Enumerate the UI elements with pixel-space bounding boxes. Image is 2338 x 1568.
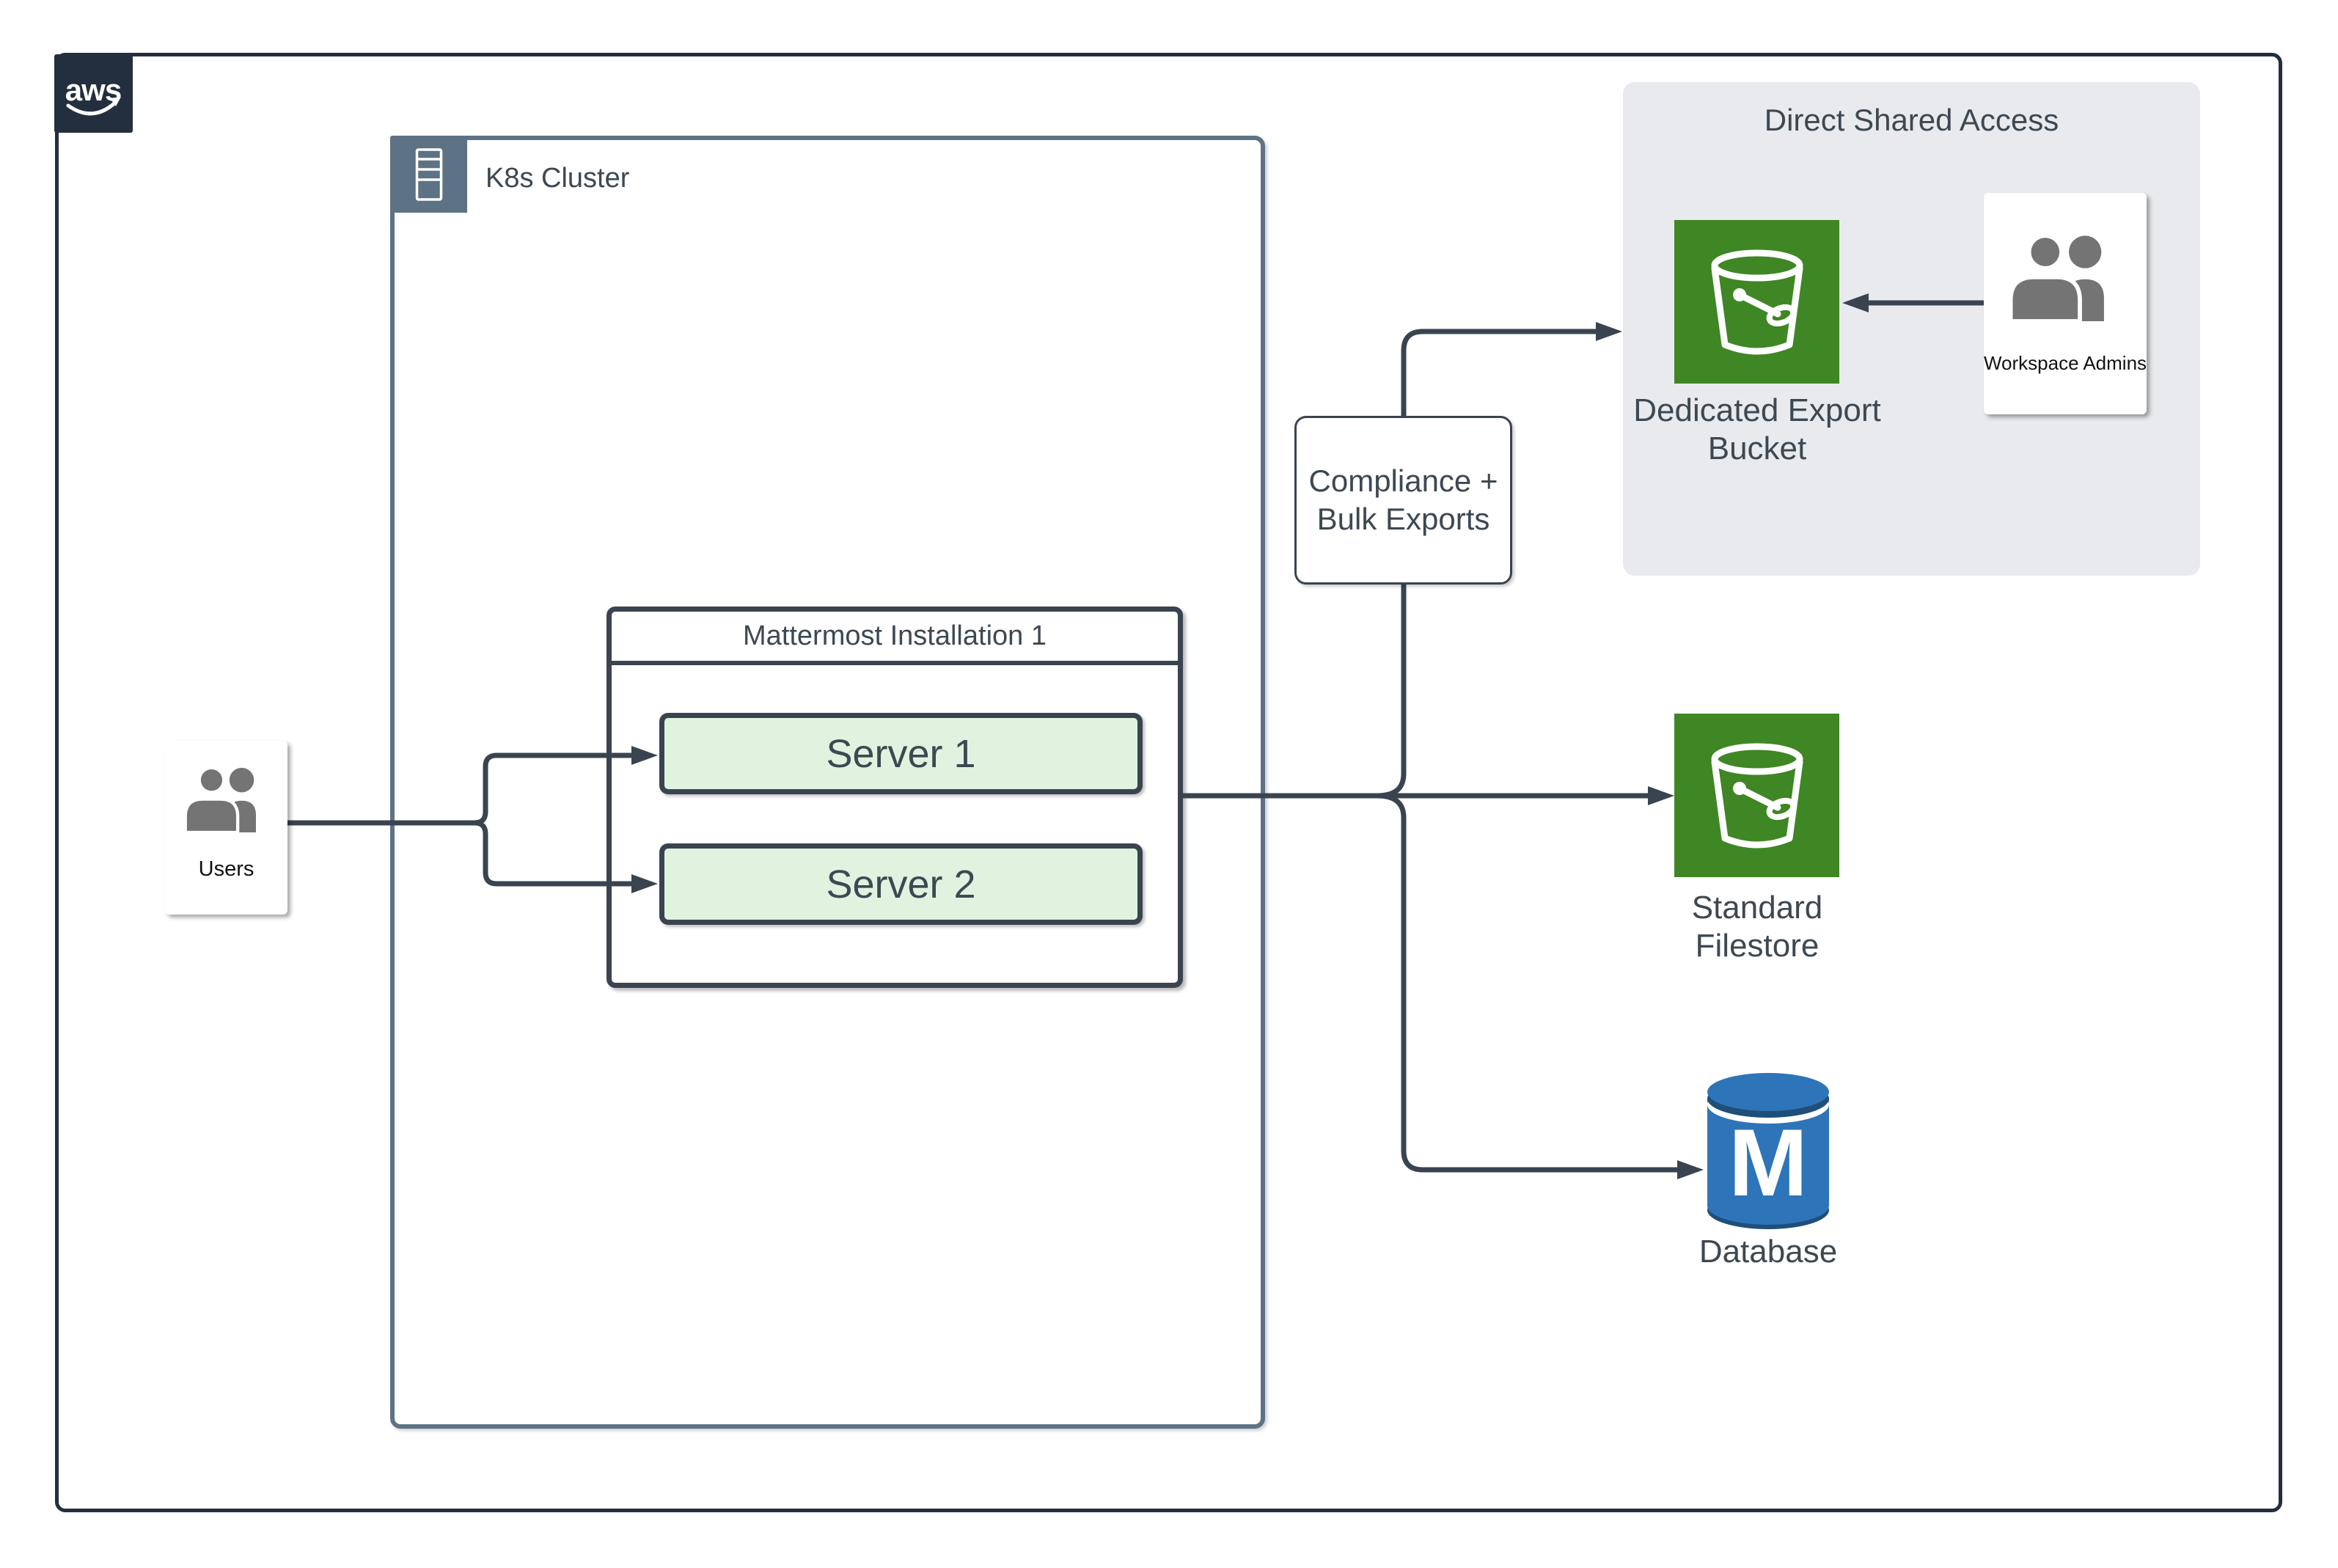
standard-filestore-label-line1: Standard: [1691, 890, 1823, 926]
standard-filestore-label: Standard Filestore: [1596, 889, 1919, 965]
dedicated-export-bucket-icon: [1674, 220, 1839, 384]
standard-filestore-label-line2: Filestore: [1695, 928, 1820, 964]
direct-shared-access-title: Direct Shared Access: [1764, 103, 2059, 137]
mattermost-installation-title: Mattermost Installation 1: [612, 612, 1178, 665]
database-monogram: M: [1729, 1109, 1808, 1216]
compliance-label-line1: Compliance +: [1308, 464, 1498, 498]
server-2-node: Server 2: [659, 843, 1143, 925]
k8s-cluster-title: K8s Cluster: [485, 163, 630, 194]
server-rack-icon: [415, 147, 442, 201]
workspace-admins-label: Workspace Admins: [1983, 352, 2147, 374]
aws-logo: aws: [54, 54, 133, 133]
k8s-cluster-badge: [390, 136, 467, 213]
users-icon: [183, 766, 256, 832]
users-label: Users: [198, 857, 254, 881]
compliance-bulk-exports-node: Compliance + Bulk Exports: [1294, 416, 1512, 585]
s3-bucket-icon: [1711, 249, 1803, 354]
s3-bucket-icon: [1711, 743, 1803, 848]
database-label: Database: [1698, 1234, 1838, 1270]
dedicated-export-bucket-label: Dedicated Export Bucket: [1596, 392, 1919, 468]
workspace-admins-card: Workspace Admins: [1984, 193, 2147, 414]
aws-smile-swoosh: [66, 100, 118, 116]
k8s-cluster-box: [390, 136, 1265, 1429]
workspace-admins-icon: [2008, 233, 2104, 321]
dedicated-export-bucket-label-line1: Dedicated Export: [1633, 392, 1881, 428]
compliance-label-line2: Bulk Exports: [1316, 502, 1490, 536]
mattermost-installation-box: Mattermost Installation 1: [607, 607, 1183, 988]
standard-filestore-icon: [1674, 714, 1839, 877]
dedicated-export-bucket-label-line2: Bucket: [1707, 431, 1807, 466]
aws-account-border: [55, 53, 2282, 1512]
database-icon: M: [1705, 1069, 1831, 1232]
aws-smile-arrow-tip: [110, 97, 121, 106]
aws-logo-icon: aws: [65, 73, 122, 116]
users-card: Users: [165, 741, 287, 915]
database-cylinder-icon: M: [1707, 1073, 1829, 1229]
server-1-node: Server 1: [659, 713, 1143, 794]
